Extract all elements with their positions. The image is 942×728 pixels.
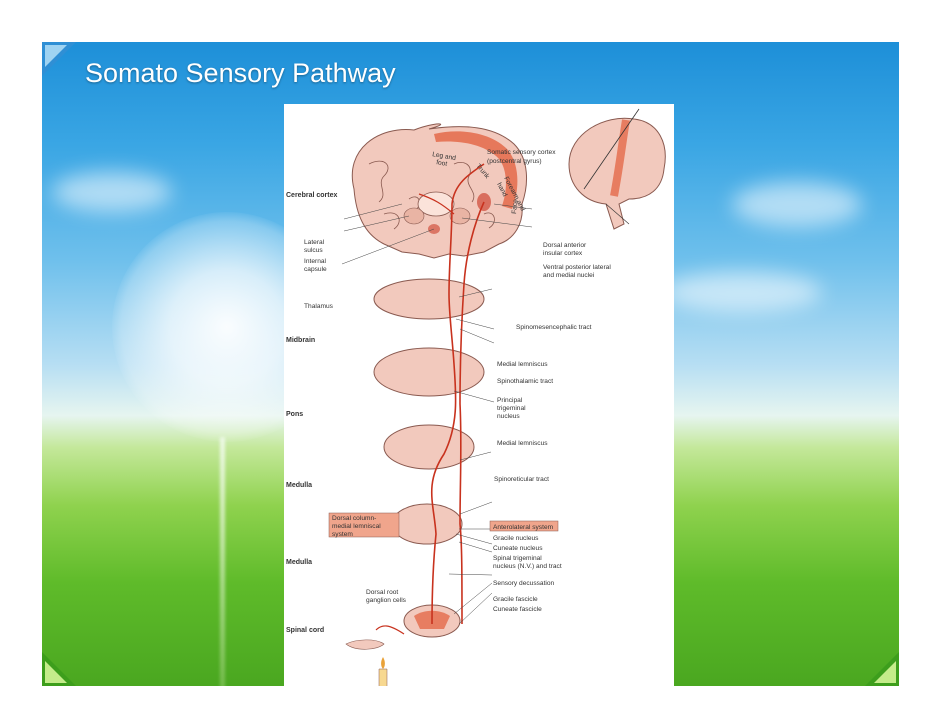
- pons-section: [373, 347, 485, 397]
- label-internal-2: capsule: [304, 266, 327, 273]
- label-cortex-2: (postcentral gyrus): [487, 158, 542, 165]
- label-anterolateral: Anterolateral system: [493, 524, 554, 531]
- midbrain-section: [373, 278, 485, 320]
- brain-coronal-section: [351, 123, 527, 259]
- label-principal-2: trigeminal: [497, 405, 526, 412]
- label-gracile-nucleus: Gracile nucleus: [493, 535, 539, 542]
- corner-triangle-icon: [874, 661, 896, 683]
- dcml-callout-box: [328, 512, 400, 538]
- lateral-brain-inset: [568, 108, 666, 230]
- corner-triangle-icon: [45, 45, 67, 67]
- level-label-spinal-cord: Spinal cord: [286, 627, 324, 634]
- label-medial-lemniscus-1: Medial lemniscus: [497, 361, 548, 368]
- label-leg-foot-2: foot: [436, 159, 448, 168]
- label-drg-2: ganglion cells: [366, 597, 407, 604]
- corner-triangle-icon: [45, 661, 67, 683]
- label-spinoreticular: Spinoreticular tract: [494, 476, 549, 483]
- label-spinal-trig-2: nucleus (N.V.) and tract: [493, 563, 562, 570]
- label-dcml-2: medial lemniscal: [332, 523, 381, 530]
- dandelion-stem: [220, 437, 225, 686]
- label-vpl-1: Ventral posterior lateral: [543, 264, 611, 271]
- somatosensory-pathway-figure: Cerebral cortex Midbrain Pons Medulla Me…: [284, 104, 674, 686]
- anterolateral-callout-box: [489, 520, 559, 532]
- label-insular-1: Dorsal anterior: [543, 242, 587, 249]
- level-label-midbrain: Midbrain: [286, 337, 315, 344]
- flame-icon: [381, 657, 385, 669]
- label-insular-2: insular cortex: [543, 250, 583, 257]
- label-cuneate-nucleus: Cuneate nucleus: [493, 545, 543, 552]
- label-face: Face: [511, 199, 519, 215]
- label-dcml-1: Dorsal column-: [332, 515, 376, 522]
- level-label-medulla-upper: Medulla: [286, 482, 312, 489]
- cloud: [732, 182, 862, 227]
- label-sensory-decussation: Sensory decussation: [493, 580, 555, 587]
- pathway-lines: [375, 163, 485, 635]
- label-principal-1: Principal: [497, 397, 523, 404]
- label-cortex-1: Somatic sensory cortex: [487, 149, 556, 156]
- label-drg-1: Dorsal root: [366, 589, 398, 596]
- level-label-medulla-lower: Medulla: [286, 559, 312, 566]
- label-gracile-fascicle: Gracile fascicle: [493, 596, 538, 603]
- label-medial-lemniscus-2: Medial lemniscus: [497, 440, 548, 447]
- label-principal-3: nucleus: [497, 413, 520, 420]
- leader-lines: [341, 203, 533, 625]
- foot-receptor-graphic: [345, 639, 385, 650]
- label-spinothalamic: Spinothalamic tract: [497, 378, 553, 385]
- cloud: [662, 272, 822, 312]
- pathway-diagram: Cerebral cortex Midbrain Pons Medulla Me…: [286, 108, 666, 686]
- label-internal-1: Internal: [304, 258, 327, 265]
- candle-graphic: [378, 668, 388, 686]
- level-label-cerebral-cortex: Cerebral cortex: [286, 192, 337, 199]
- label-leg-foot-1: Leg and: [432, 151, 457, 162]
- label-cuneate-fascicle: Cuneate fascicle: [493, 606, 542, 613]
- label-spinal-trig-1: Spinal trigeminal: [493, 555, 542, 562]
- label-lateral-1: Lateral: [304, 239, 325, 246]
- label-spinomesencephalic: Spinomesencephalic tract: [516, 324, 592, 331]
- label-lateral-2: sulcus: [304, 247, 323, 254]
- label-dcml-3: system: [332, 531, 353, 538]
- cloud: [52, 172, 172, 212]
- slide-background: Somato Sensory Pathway: [42, 42, 899, 686]
- medulla-lower-section: [391, 503, 463, 545]
- label-vpl-2: and medial nuclei: [543, 272, 595, 279]
- label-thalamus: Thalamus: [304, 303, 334, 310]
- level-label-pons: Pons: [286, 411, 303, 418]
- slide-title: Somato Sensory Pathway: [85, 58, 396, 88]
